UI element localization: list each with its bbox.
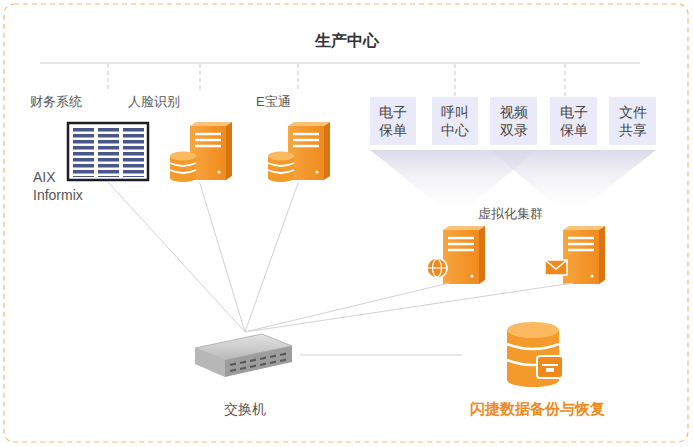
service-box: 文件共享 (609, 97, 656, 145)
drop-lines (108, 64, 565, 96)
node-label: 视频双录 (500, 103, 528, 139)
system-node: E宝通 (256, 92, 336, 182)
web-server-icon (427, 226, 485, 284)
network-link (245, 182, 298, 332)
service-box: 视频双录 (490, 97, 537, 145)
network-link (200, 182, 246, 332)
diagram-title: 生产中心 (0, 31, 693, 52)
network-link (300, 354, 462, 355)
network-link (245, 283, 449, 332)
node-label: E宝通 (256, 93, 291, 111)
server-icon (190, 122, 232, 180)
node-label: 闪捷数据备份与恢复 (462, 399, 612, 418)
database-icon (170, 152, 196, 183)
node-label: 文件共享 (619, 103, 647, 139)
service-box: 电子保单 (550, 97, 597, 145)
node-label: 财务系统 (30, 93, 82, 111)
switch-icon (195, 334, 292, 377)
title-rule (40, 62, 640, 63)
system-node: 人脸识别 (128, 92, 238, 182)
node-label: 呼叫中心 (441, 103, 469, 139)
service-box: 电子保单 (370, 97, 416, 145)
service-box: 呼叫中心 (432, 97, 478, 145)
mail-server-icon (545, 226, 605, 284)
database-icon (268, 152, 294, 183)
backup-database-icon (507, 322, 563, 387)
backup-node: 闪捷数据备份与恢复 (462, 316, 612, 420)
node-label: 交换机 (190, 400, 300, 418)
switch-node: 交换机 (190, 332, 300, 420)
node-label: 虚拟化集群 (415, 205, 605, 223)
server-icon (288, 122, 330, 180)
system-label: AIX Informix (33, 168, 97, 204)
rack-server (68, 123, 148, 180)
cluster-node: 虚拟化集群 (415, 205, 605, 283)
network-link (245, 283, 573, 332)
node-label: 电子保单 (379, 103, 407, 139)
outer-frame (4, 4, 688, 442)
network-link (108, 182, 245, 332)
node-label: 电子保单 (560, 103, 588, 139)
node-label: 人脸识别 (128, 93, 180, 111)
